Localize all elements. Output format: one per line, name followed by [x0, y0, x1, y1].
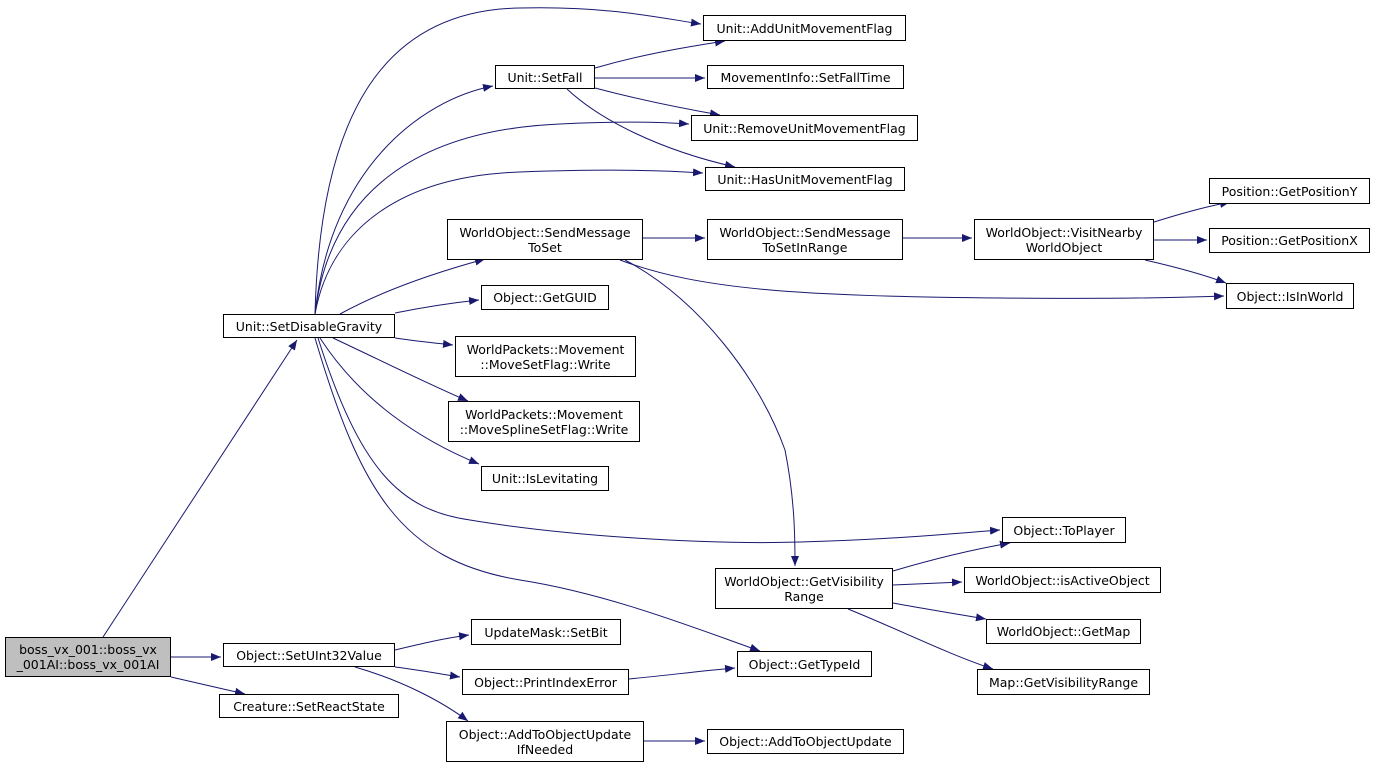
node-toplayer[interactable]: Object::ToPlayer [1002, 517, 1126, 543]
edge-setfall-to-removeunitmovementflag [594, 87, 721, 118]
node-movesetflagwrite[interactable]: WorldPackets::Movement::MoveSetFlag::Wri… [455, 336, 636, 377]
node-label: Object::IsInWorld [1236, 288, 1344, 304]
node-label: IfNeeded [516, 741, 574, 757]
node-setbit[interactable]: UpdateMask::SetBit [471, 619, 621, 645]
node-label: Object::AddToObjectUpdate [719, 734, 892, 749]
edge-getvisibilityrange-to-toplayer [892, 540, 1011, 572]
node-movesplinesetflagwrite[interactable]: WorldPackets::Movement::MoveSplineSetFla… [448, 401, 640, 442]
edge-setdisablegravity-to-gettypeid [314, 337, 761, 652]
node-printindexerror[interactable]: Object::PrintIndexError [462, 669, 629, 695]
node-label: Creature::SetReactState [233, 698, 385, 714]
edge-setdisablegravity-to-movesetflagwrite [394, 337, 454, 348]
edge-setfall-to-addunitmovementflag [594, 38, 726, 69]
node-label: WorldObject::SendMessage [459, 224, 631, 240]
node-hasunitmovementflag[interactable]: Unit::HasUnitMovementFlag [705, 167, 905, 191]
edge-setdisablegravity-to-toplayer [317, 337, 1001, 544]
node-label: Position::GetPositionY [1221, 183, 1358, 199]
node-label: ToSetInRange [762, 239, 848, 255]
node-label: boss_vx_001::boss_vx [19, 642, 157, 657]
edge-setdisablegravity-to-islevitating [319, 337, 480, 465]
node-root: boss_vx_001::boss_vx_001AI::boss_vx_001A… [5, 637, 171, 677]
node-isinworld[interactable]: Object::IsInWorld [1226, 283, 1354, 309]
node-islevitating[interactable]: Unit::IsLevitating [481, 466, 609, 491]
node-label: WorldObject::VisitNearby [985, 224, 1143, 240]
node-addunitmovementflag[interactable]: Unit::AddUnitMovementFlag [703, 15, 906, 41]
edge-getvisibilityrange-to-mapgetvisibilityrange [847, 608, 994, 670]
node-label: Unit::HasUnitMovementFlag [717, 171, 893, 187]
edge-setdisablegravity-to-setfall [314, 83, 494, 315]
node-mapgetvisibilityrange[interactable]: Map::GetVisibilityRange [977, 669, 1150, 695]
node-getpositionx[interactable]: Position::GetPositionX [1209, 228, 1370, 253]
node-label: WorldObject::GetMap [996, 624, 1131, 639]
node-label: Map::GetVisibilityRange [988, 674, 1139, 690]
node-label: ToSet [528, 239, 562, 255]
node-label: Object::GetGUID [493, 290, 597, 305]
node-label: Unit::AddUnitMovementFlag [716, 20, 893, 36]
node-setfalltime[interactable]: MovementInfo::SetFallTime [707, 65, 904, 89]
node-label: Object::AddToObjectUpdate [458, 726, 632, 742]
node-label: WorldObject::GetVisibility [724, 573, 884, 589]
node-label: WorldPackets::Movement [466, 341, 625, 357]
edge-setdisablegravity-to-sendmessagetoset [339, 257, 486, 315]
node-label: UpdateMask::SetBit [484, 624, 608, 640]
node-label: _001AI::boss_vx_001AI [16, 657, 160, 672]
node-setdisablegravity[interactable]: Unit::SetDisableGravity [223, 314, 395, 338]
node-label: Object::ToPlayer [1013, 522, 1115, 538]
edge-setfall-to-hasunitmovementflag [566, 88, 736, 169]
edge-getvisibilityrange-to-getmap [892, 602, 987, 622]
node-label: Range [784, 588, 824, 604]
edge-sendmessagetoset-to-isinworld [619, 259, 1225, 301]
node-gettypeid[interactable]: Object::GetTypeId [737, 651, 872, 677]
node-label: ::MoveSetFlag::Write [480, 356, 611, 372]
node-label: Object::PrintIndexError [474, 674, 617, 690]
node-label: WorldObject::isActiveObject [975, 572, 1150, 588]
edge-setdisablegravity-to-getguid [394, 297, 480, 314]
node-label: Position::GetPositionX [1221, 233, 1358, 248]
node-label: Unit::SetFall [507, 69, 583, 85]
edge-setdisablegravity-to-movesplinesetflagwrite [332, 337, 469, 402]
node-getmap[interactable]: WorldObject::GetMap [986, 619, 1141, 644]
node-setuint32value[interactable]: Object::SetUInt32Value [223, 643, 395, 667]
edge-sendmessagetoset-to-getvisibilityrange [624, 259, 799, 567]
edge-setuint32value-to-addtoobjectupdateifneeded [354, 666, 469, 722]
node-label: Unit::SetDisableGravity [235, 318, 383, 334]
node-getguid[interactable]: Object::GetGUID [481, 285, 609, 310]
edge-setuint32value-to-printindexerror [394, 666, 461, 680]
node-setfall[interactable]: Unit::SetFall [495, 65, 595, 89]
edge-visitnearbyworldobject-to-isinworld [1144, 259, 1227, 284]
edge-setdisablegravity-to-removeunitmovementflag [314, 119, 690, 315]
node-label: WorldObject [1025, 239, 1103, 255]
edge-root-to-setreactstate [170, 676, 246, 696]
edge-visitnearbyworldobject-to-getpositiony [1153, 200, 1231, 223]
node-label: ::MoveSplineSetFlag::Write [459, 421, 629, 437]
edge-printindexerror-to-gettypeid [628, 664, 736, 680]
node-removeunitmovementflag[interactable]: Unit::RemoveUnitMovementFlag [691, 115, 918, 141]
node-label: Unit::IsLevitating [491, 471, 599, 486]
node-addtoobjectupdate[interactable]: Object::AddToObjectUpdate [707, 729, 904, 754]
node-label: Object::GetTypeId [748, 656, 861, 672]
edge-getvisibilityrange-to-isactiveobject [892, 578, 963, 587]
node-label: Unit::RemoveUnitMovementFlag [703, 120, 906, 136]
node-label: MovementInfo::SetFallTime [720, 69, 891, 85]
node-setreactstate[interactable]: Creature::SetReactState [219, 694, 399, 718]
edge-setuint32value-to-setbit [394, 632, 470, 651]
edge-root-to-setdisablegravity [102, 339, 298, 638]
node-label: WorldPackets::Movement [465, 406, 623, 422]
node-getpositiony[interactable]: Position::GetPositionY [1209, 178, 1370, 204]
node-label: Object::SetUInt32Value [236, 647, 382, 663]
node-isactiveobject[interactable]: WorldObject::isActiveObject [964, 567, 1161, 593]
node-label: WorldObject::SendMessage [719, 224, 891, 240]
edge-setdisablegravity-to-hasunitmovementflag [314, 168, 704, 315]
edge-setdisablegravity-to-addunitmovementflag [314, 7, 702, 315]
